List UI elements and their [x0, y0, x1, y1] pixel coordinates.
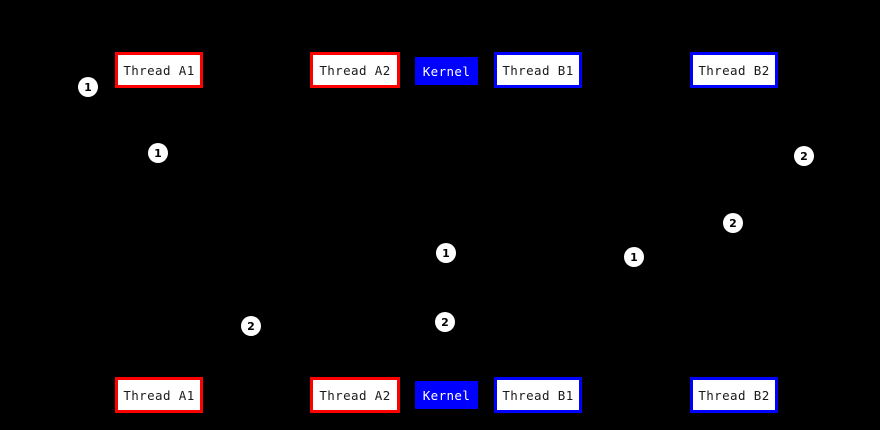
participant-thread-a1-bottom[interactable]: Thread A1	[115, 377, 203, 413]
participant-label: Thread B2	[698, 62, 770, 78]
step-badge-label: 2	[247, 319, 255, 333]
step-badge-1-kernel-upper: 1	[436, 243, 456, 263]
participant-label: Kernel	[422, 63, 471, 79]
step-badge-2-kernel-lower: 2	[435, 312, 455, 332]
participant-label: Kernel	[422, 387, 471, 403]
lifeline-thread-a1	[159, 88, 160, 377]
participant-thread-b1-top[interactable]: Thread B1	[494, 52, 582, 88]
step-badge-2-thread-b2-mid: 2	[723, 213, 743, 233]
participant-label: Thread A2	[319, 387, 391, 403]
lifeline-thread-b1	[538, 88, 539, 377]
participant-label: Thread A1	[123, 62, 195, 78]
participant-label: Thread A1	[123, 387, 195, 403]
participant-thread-a2-bottom[interactable]: Thread A2	[310, 377, 400, 413]
participant-label: Thread A2	[319, 62, 391, 78]
lifeline-kernel	[446, 85, 447, 381]
message-arrow	[355, 267, 446, 268]
step-badge-label: 1	[84, 80, 92, 94]
participant-thread-a1-top[interactable]: Thread A1	[115, 52, 203, 88]
participant-thread-b1-bottom[interactable]: Thread B1	[494, 377, 582, 413]
lifeline-thread-a2	[355, 88, 356, 377]
participant-kernel-bottom[interactable]: Kernel	[415, 381, 478, 409]
participant-kernel-top[interactable]: Kernel	[415, 57, 478, 85]
step-badge-2-thread-a1-lower: 2	[241, 316, 261, 336]
message-arrow	[159, 336, 355, 337]
step-badge-label: 1	[442, 246, 450, 260]
message-arrow	[355, 332, 446, 333]
participant-label: Thread B1	[502, 62, 574, 78]
participant-thread-b2-top[interactable]: Thread B2	[690, 52, 778, 88]
message-arrow	[734, 166, 820, 167]
step-badge-label: 2	[800, 149, 808, 163]
step-badge-2-thread-b2-top: 2	[794, 146, 814, 166]
message-arrow	[446, 263, 538, 264]
participant-label: Thread B2	[698, 387, 770, 403]
message-arrow	[159, 163, 355, 164]
step-badge-1-thread-b1: 1	[624, 247, 644, 267]
step-badge-1-left-top: 1	[78, 77, 98, 97]
step-badge-1-thread-a1: 1	[148, 143, 168, 163]
step-badge-label: 1	[154, 146, 162, 160]
step-badge-label: 2	[441, 315, 449, 329]
message-arrow	[88, 97, 159, 98]
message-arrow	[538, 233, 734, 234]
participant-thread-a2-top[interactable]: Thread A2	[310, 52, 400, 88]
step-badge-label: 1	[630, 250, 638, 264]
step-badge-label: 2	[729, 216, 737, 230]
participant-thread-b2-bottom[interactable]: Thread B2	[690, 377, 778, 413]
participant-label: Thread B1	[502, 387, 574, 403]
